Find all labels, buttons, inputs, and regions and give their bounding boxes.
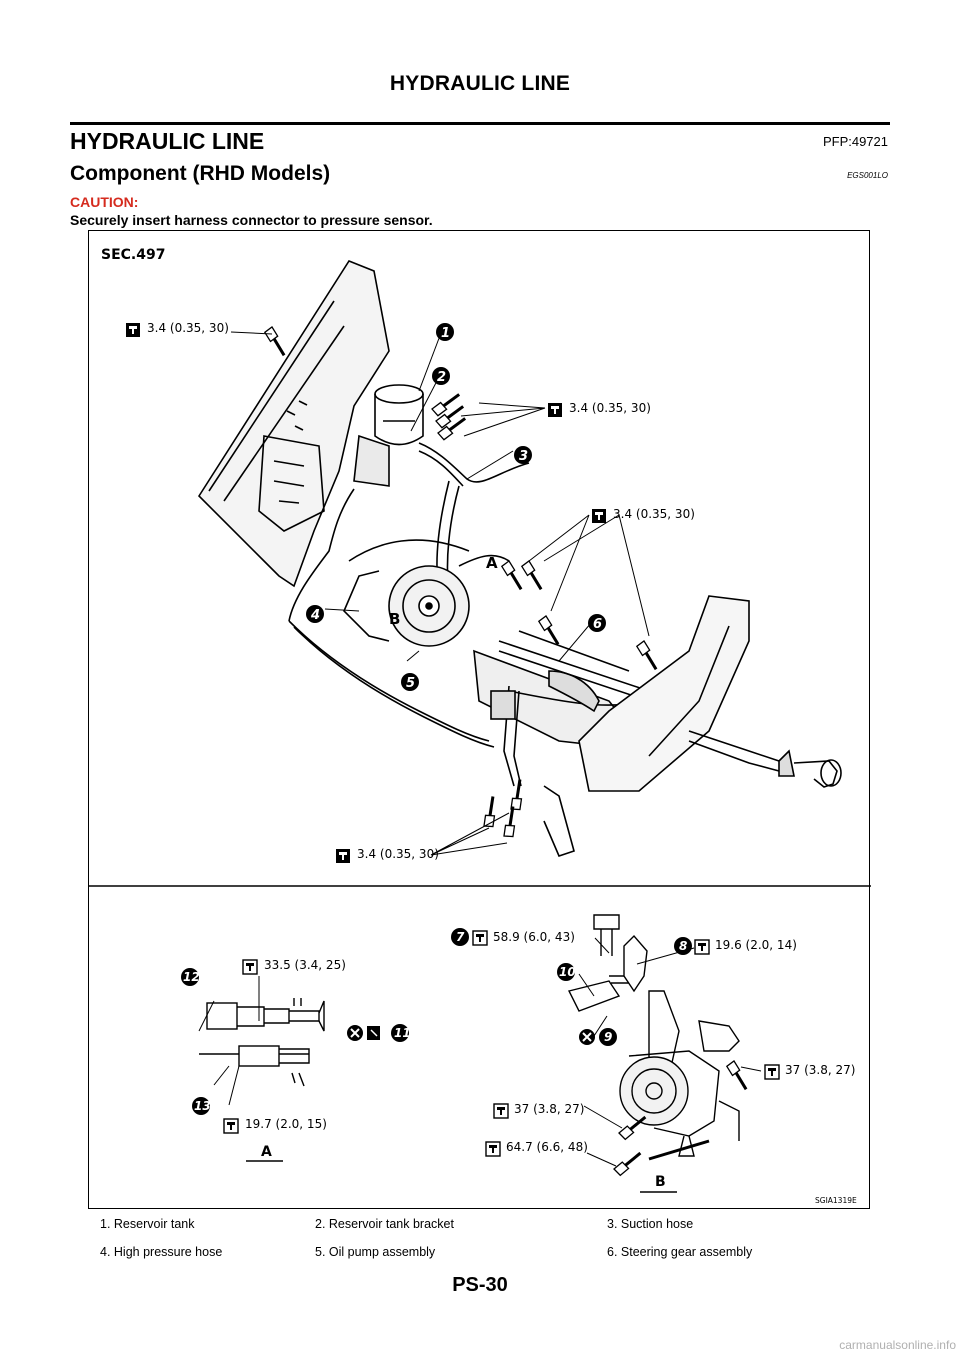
- torque-b-long: 64.7 (6.6, 48): [506, 1140, 588, 1154]
- torque-b-right: 37 (3.8, 27): [785, 1063, 855, 1077]
- replace-icons-11: [347, 1025, 380, 1041]
- torque-top-4: 3.4 (0.35, 30): [357, 847, 439, 861]
- replace-icon-9: [579, 1029, 595, 1045]
- component-title: Component (RHD Models): [70, 162, 331, 185]
- legend-item: 6. Steering gear assembly: [607, 1245, 753, 1259]
- header-rule: [70, 122, 890, 125]
- torque-b-7: 58.9 (6.0, 43): [493, 930, 575, 944]
- callout-3: 3: [519, 449, 528, 464]
- callout-5: 5: [406, 676, 415, 691]
- torque-top-3: 3.4 (0.35, 30): [613, 507, 695, 521]
- page-number: PS-30: [452, 1274, 508, 1296]
- callout-4: 4: [310, 608, 320, 623]
- main-illustration: [197, 260, 842, 857]
- legend-item: 3. Suction hose: [607, 1217, 694, 1231]
- callout-9: 9: [604, 1030, 612, 1044]
- callout-6: 6: [593, 617, 602, 632]
- letter-b-top: B: [389, 610, 400, 628]
- component-figure: SEC.497: [88, 230, 871, 1209]
- legend-item: 5. Oil pump assembly: [315, 1245, 436, 1259]
- callout-7: 7: [456, 930, 465, 944]
- torque-top-1: 3.4 (0.35, 30): [147, 321, 229, 335]
- view-a-label: A: [261, 1144, 272, 1160]
- torque-a-12: 33.5 (3.4, 25): [264, 958, 346, 972]
- parts-legend: 1. Reservoir tank 2. Reservoir tank brac…: [70, 1210, 890, 1266]
- detail-a-illustration: [199, 998, 325, 1087]
- view-b-label: B: [655, 1174, 666, 1190]
- callout-1: 1: [441, 326, 450, 341]
- watermark[interactable]: carmanualsonline.info: [839, 1338, 956, 1352]
- figure-ref-code: SGIA1319E: [815, 1196, 857, 1205]
- callout-13: 13: [194, 1099, 211, 1113]
- torque-b-left: 37 (3.8, 27): [514, 1102, 584, 1116]
- callout-8: 8: [679, 939, 687, 953]
- callout-2: 2: [437, 370, 446, 385]
- legend-item: 1. Reservoir tank: [100, 1217, 195, 1231]
- torque-top-2: 3.4 (0.35, 30): [569, 401, 651, 415]
- torque-a-13: 19.7 (2.0, 15): [245, 1117, 327, 1131]
- caution-label: CAUTION:: [70, 194, 139, 210]
- legend-row: 4. High pressure hose 5. Oil pump assemb…: [70, 1238, 890, 1266]
- sec-label: SEC.497: [101, 247, 165, 263]
- egs-code: EGS001LO: [847, 171, 888, 180]
- torque-b-8: 19.6 (2.0, 14): [715, 938, 797, 952]
- callout-12: 12: [183, 970, 200, 984]
- legend-item: 4. High pressure hose: [100, 1245, 223, 1259]
- letter-a-top: A: [486, 554, 498, 572]
- detail-b-illustration: [567, 914, 740, 1157]
- callout-10: 10: [559, 965, 576, 979]
- callout-11: 11: [394, 1026, 411, 1040]
- section-title: HYDRAULIC LINE: [70, 128, 265, 154]
- legend-item: 2. Reservoir tank bracket: [315, 1217, 454, 1231]
- legend-row: 1. Reservoir tank 2. Reservoir tank brac…: [70, 1210, 890, 1238]
- page-header-title: HYDRAULIC LINE: [389, 72, 571, 95]
- pfp-code: PFP:49721: [822, 134, 888, 149]
- caution-text: Securely insert harness connector to pre…: [70, 212, 433, 228]
